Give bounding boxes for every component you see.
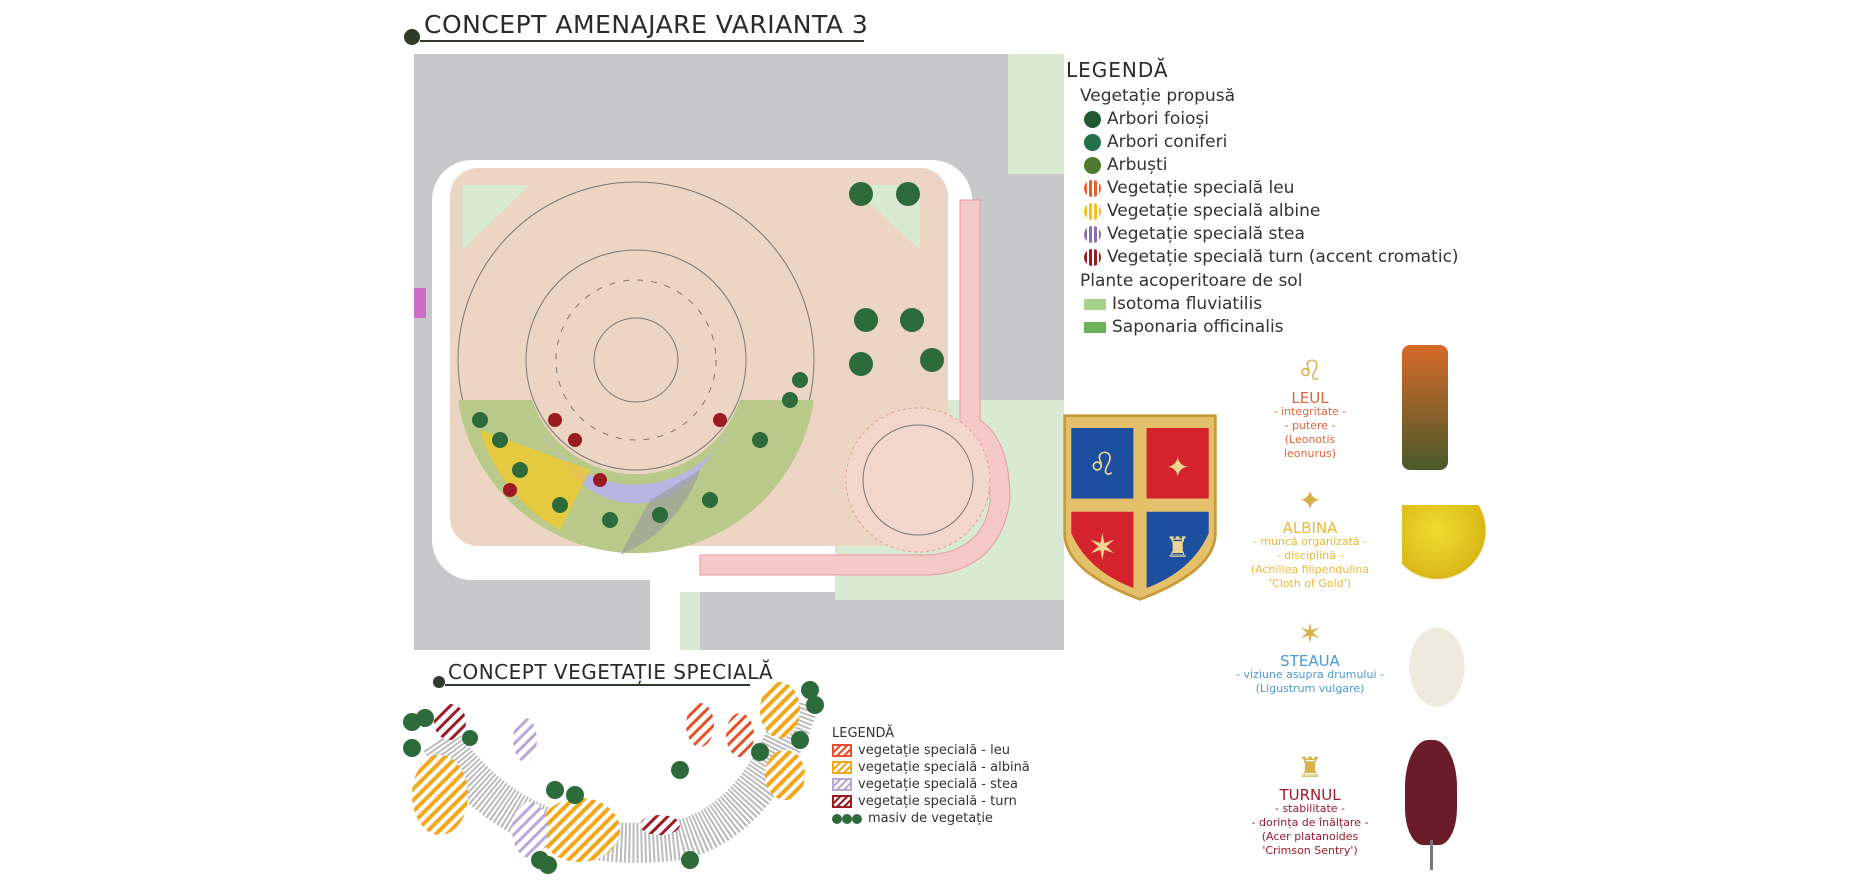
bottom-legend-label: vegetație specială - stea bbox=[858, 777, 1018, 792]
title-bullet-2 bbox=[433, 676, 445, 688]
symbol-description-line: - viziune asupra drumului - bbox=[1236, 668, 1384, 681]
symbol-description-line: - integritate - bbox=[1273, 405, 1347, 418]
legend-item-label: Vegetație specială albine bbox=[1107, 201, 1321, 221]
legend-item-label: Vegetație specială stea bbox=[1107, 224, 1305, 244]
achillea-image bbox=[1402, 505, 1490, 590]
symbol-description-line: - disciplină - bbox=[1276, 549, 1344, 562]
hatch-swatch-icon bbox=[832, 761, 852, 774]
hatched-vegetation-icon bbox=[1084, 225, 1101, 243]
site-plan bbox=[414, 54, 1064, 650]
legend-item-label: Vegetație specială turn (accent cromatic… bbox=[1107, 247, 1459, 267]
legend-item-label: Arbori foioși bbox=[1107, 109, 1210, 129]
legend-item: Vegetație specială stea bbox=[1084, 224, 1486, 244]
symbol-name: TURNUL bbox=[1279, 786, 1341, 804]
symbol-name: ALBINA bbox=[1282, 519, 1338, 537]
title-underline-2 bbox=[445, 684, 750, 686]
coat-of-arms-shield: ♌ ✦ ✶ ♜ bbox=[1063, 414, 1217, 601]
symbol-turnul: ♜ TURNUL- stabilitate -- dorința de înălț… bbox=[1225, 752, 1395, 858]
tree-symbol-icon bbox=[1084, 110, 1101, 128]
symbol-description-line: - putere - bbox=[1284, 419, 1336, 432]
hatched-vegetation-icon bbox=[1084, 202, 1101, 220]
legend-item-label: Arbuști bbox=[1107, 155, 1168, 175]
acer-trunk bbox=[1430, 840, 1433, 870]
symbol-description-line: (Ligustrum vulgare) bbox=[1255, 682, 1365, 695]
hatched-vegetation-icon bbox=[1084, 248, 1101, 266]
main-title: CONCEPT AMENAJARE VARIANTA 3 bbox=[424, 10, 869, 39]
bottom-legend-item-mass: masiv de vegetație bbox=[832, 811, 1030, 826]
special-vegetation-diagram bbox=[403, 681, 824, 874]
legend-item-ground: Saponaria officinalis bbox=[1084, 317, 1486, 337]
bottom-legend-label: vegetație specială - albină bbox=[858, 760, 1030, 775]
legend-section-vegetation: Vegetație propusă bbox=[1080, 86, 1236, 106]
hatched-vegetation-icon bbox=[1084, 179, 1101, 197]
hatch-swatch-icon bbox=[832, 778, 852, 791]
secondary-title: CONCEPT VEGETAȚIE SPECIALĂ bbox=[448, 660, 774, 684]
symbol-description-line: leonurus) bbox=[1283, 447, 1336, 460]
ground-cover-swatch-icon bbox=[1084, 298, 1106, 310]
legend-item-label: Arbori coniferi bbox=[1107, 132, 1228, 152]
svg-text:♜: ♜ bbox=[1165, 531, 1190, 564]
legend-item-label: Isotoma fluviatilis bbox=[1112, 294, 1263, 314]
bottom-legend-label: vegetație specială - leu bbox=[858, 743, 1010, 758]
title-underline bbox=[420, 40, 864, 42]
legend-item-label: Saponaria officinalis bbox=[1112, 317, 1284, 337]
symbol-albina: ✦ ALBINA- muncă organizată -- disciplină … bbox=[1225, 485, 1395, 591]
svg-text:✶: ✶ bbox=[1087, 528, 1117, 569]
bottom-legend: LEGENDĂ vegetație specială - leu vegetați… bbox=[832, 726, 1030, 826]
acer-image bbox=[1405, 740, 1457, 845]
symbol-steaua: ✶ STEAUA- viziune asupra drumului -(Ligus… bbox=[1225, 618, 1395, 696]
leonotis-image bbox=[1402, 345, 1448, 470]
symbol-description-line: 'Crimson Sentry') bbox=[1262, 844, 1358, 857]
ligustrum-image bbox=[1402, 617, 1472, 717]
symbol-description-line: - muncă organizată - bbox=[1252, 535, 1368, 548]
tree-symbol-icon bbox=[1084, 156, 1101, 174]
legend-item: Arbuști bbox=[1084, 155, 1486, 175]
legend-item-ground: Isotoma fluviatilis bbox=[1084, 294, 1486, 314]
bottom-legend-item: vegetație specială - turn bbox=[832, 794, 1030, 809]
symbol-description-line: (Leonotis bbox=[1284, 433, 1336, 446]
symbol-description-line: - dorința de înălțare - bbox=[1251, 816, 1369, 829]
trees bbox=[472, 182, 944, 528]
vegetation-mass-icon bbox=[832, 813, 862, 824]
legend-title: LEGENDĂ bbox=[1066, 58, 1169, 82]
symbol-emblem-icon: ♌ bbox=[1297, 354, 1323, 387]
symbol-description-line: (Achillea filipendulina bbox=[1250, 563, 1370, 576]
symbol-emblem-icon: ♜ bbox=[1297, 751, 1323, 784]
bottom-legend-item: vegetație specială - albină bbox=[832, 760, 1030, 775]
legend-item: Arbori coniferi bbox=[1084, 132, 1486, 152]
bottom-legend-item: vegetație specială - leu bbox=[832, 743, 1030, 758]
symbol-description-line: (Acer platanoides bbox=[1261, 830, 1359, 843]
hatch-swatch-icon bbox=[832, 744, 852, 757]
legend-item: Arbori foioși bbox=[1084, 109, 1486, 129]
symbol-name: LEUL bbox=[1291, 389, 1329, 407]
symbol-emblem-icon: ✦ bbox=[1298, 484, 1322, 517]
bottom-legend-label: vegetație specială - turn bbox=[858, 794, 1017, 809]
bottom-legend-label: masiv de vegetație bbox=[868, 811, 993, 826]
symbol-description-line: 'Cloth of Gold') bbox=[1269, 577, 1351, 590]
ground-cover-swatch-icon bbox=[1084, 321, 1106, 333]
legend-item: Vegetație specială albine bbox=[1084, 201, 1486, 221]
svg-text:♌: ♌ bbox=[1088, 445, 1117, 483]
title-bullet bbox=[404, 29, 420, 45]
symbol-name: STEAUA bbox=[1280, 652, 1340, 670]
bottom-legend-title: LEGENDĂ bbox=[832, 726, 895, 741]
tree-symbol-icon bbox=[1084, 133, 1101, 151]
legend-section-ground: Plante acoperitoare de sol bbox=[1080, 271, 1303, 291]
bottom-legend-item: vegetație specială - stea bbox=[832, 777, 1030, 792]
svg-text:✦: ✦ bbox=[1166, 451, 1190, 484]
legend-item: Vegetație specială leu bbox=[1084, 178, 1486, 198]
legend-item-label: Vegetație specială leu bbox=[1107, 178, 1295, 198]
legend-item: Vegetație specială turn (accent cromatic… bbox=[1084, 247, 1486, 267]
hatch-swatch-icon bbox=[832, 795, 852, 808]
small-plaza bbox=[845, 407, 991, 553]
symbol-emblem-icon: ✶ bbox=[1298, 617, 1322, 650]
symbol-description-line: - stabilitate - bbox=[1274, 802, 1345, 815]
